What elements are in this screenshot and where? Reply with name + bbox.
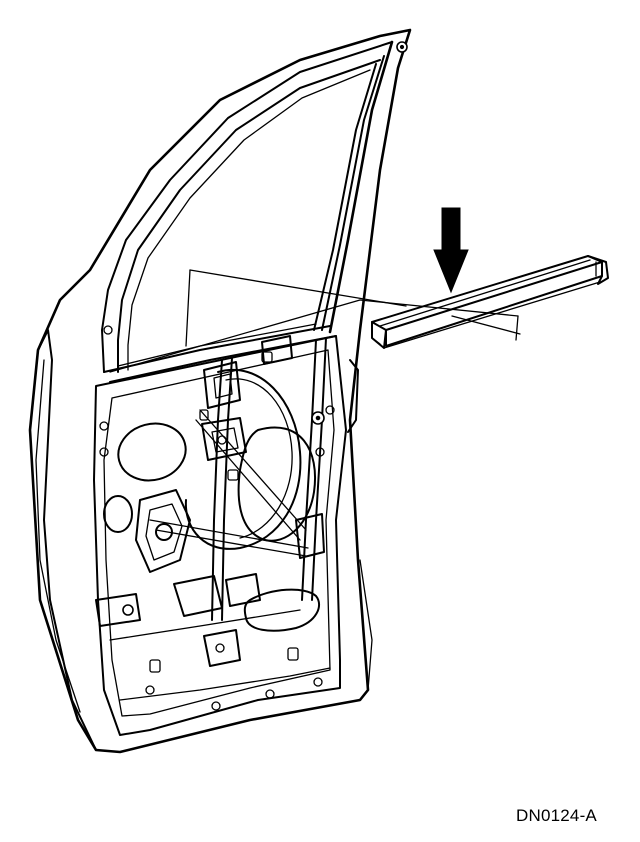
figure-code: DN0124-A — [516, 806, 597, 825]
down-arrow-icon — [433, 207, 469, 294]
inner-panel — [93, 325, 347, 736]
weatherstrip-part — [371, 255, 609, 349]
window-regulator — [95, 335, 327, 667]
window-frame — [101, 40, 408, 373]
belt-line — [103, 323, 337, 383]
door-shell — [28, 28, 412, 754]
